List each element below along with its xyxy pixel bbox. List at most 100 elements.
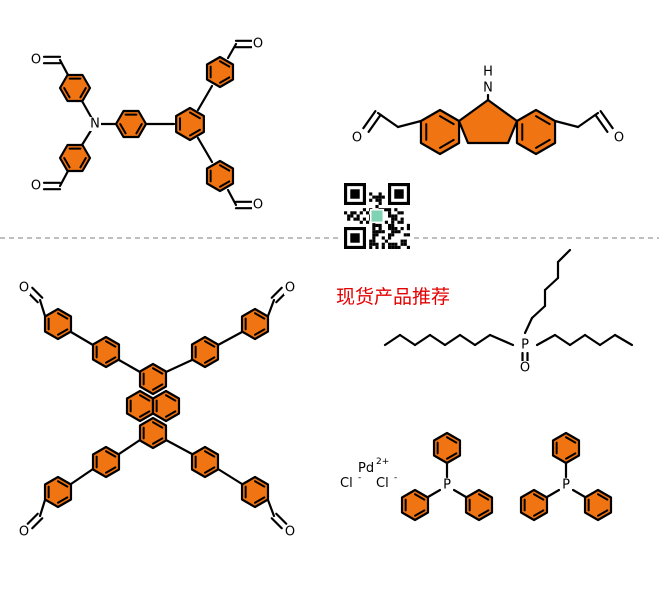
ring-double-bond-19-0	[57, 496, 69, 504]
qr-module	[378, 198, 382, 202]
qr-module	[369, 242, 373, 246]
atom-label-16: P	[562, 478, 570, 493]
bond-49	[413, 333, 432, 347]
bond-70	[426, 488, 442, 499]
qr-finder-inner	[350, 233, 360, 243]
qr-module	[375, 233, 379, 237]
atom-label-10: O	[285, 281, 295, 296]
qr-module	[394, 242, 398, 246]
qr-module	[388, 236, 392, 240]
qr-module	[353, 217, 357, 221]
bond-64	[543, 276, 560, 292]
bond-54	[488, 333, 515, 347]
qr-module	[381, 245, 385, 249]
label-backing-8	[613, 131, 625, 145]
label-backing-3	[252, 37, 264, 51]
qr-module	[400, 217, 404, 221]
ring-double-bond-19-4	[57, 480, 69, 488]
bond-34	[216, 467, 244, 486]
label-backing-4	[252, 198, 264, 212]
ring-double-bond-14-4	[204, 340, 216, 348]
qr-module	[391, 223, 395, 227]
bond-5	[196, 136, 214, 164]
qr-module	[378, 223, 382, 227]
bonds	[26, 39, 634, 530]
qr-module	[388, 233, 392, 237]
atom-label-13: P	[521, 338, 529, 353]
qr-module	[381, 236, 385, 240]
ring-double-bond-9-4	[152, 367, 164, 375]
ring-double-bond-4-4	[189, 111, 201, 120]
bond-38	[266, 298, 276, 318]
qr-module	[384, 220, 388, 224]
ring-double-bond-11-4	[165, 394, 177, 402]
aromatic-rings	[43, 55, 613, 522]
qr-module	[362, 217, 366, 221]
qr-module	[372, 223, 376, 227]
qr-module	[384, 239, 388, 243]
qr-module	[378, 227, 382, 231]
bond-25	[594, 113, 609, 133]
ring-double-bond-20-0	[414, 509, 426, 517]
ring-double-bond-20-0	[478, 509, 490, 517]
ring-double-bond-15-4	[105, 450, 117, 458]
qr-module	[394, 230, 398, 234]
ring-double-bond-13-4	[105, 340, 117, 348]
pyrrole-ring	[457, 98, 519, 145]
bond-29	[117, 438, 142, 456]
ring-double-bond-17-0	[57, 328, 69, 336]
qr-module	[381, 195, 385, 199]
bond-50	[428, 333, 447, 347]
bond-52	[458, 333, 477, 347]
atom-label-9: O	[19, 281, 29, 296]
bond-15	[226, 188, 238, 207]
atom-label-6: H	[483, 65, 493, 80]
bond-62	[530, 304, 547, 320]
qr-module	[378, 201, 382, 205]
qr-module	[356, 217, 360, 221]
promo-text: 现货产品推荐	[336, 286, 450, 308]
qr-finder-inner	[350, 189, 360, 199]
qr-module	[388, 227, 392, 231]
atom-label-0: N	[90, 117, 100, 132]
bond-23	[553, 119, 580, 129]
ring-double-bond-12-4	[152, 421, 164, 429]
qr-module	[381, 242, 385, 246]
qr-module	[372, 236, 376, 240]
ring-double-bond-5-0	[219, 76, 231, 84]
bond-71	[452, 488, 468, 499]
qr-module	[359, 211, 363, 215]
atom-label-11: O	[19, 525, 29, 540]
label-backing-0	[89, 117, 101, 131]
ring-double-bond-18-4	[254, 312, 266, 320]
bond-61	[523, 316, 534, 335]
label-backing-15	[441, 478, 453, 492]
bond-41	[38, 498, 47, 518]
ring-double-bond-20-0	[533, 509, 545, 517]
ring-double-bond-20-0	[565, 452, 577, 460]
qr-module	[397, 220, 401, 224]
bond-19	[396, 119, 423, 129]
qr-module	[397, 245, 401, 249]
label-backing-12	[284, 525, 296, 539]
qr-module	[394, 214, 398, 218]
qr-module	[388, 208, 392, 212]
qr-module	[369, 198, 373, 202]
qr-module	[378, 192, 382, 196]
chloride-label-1: Cl	[340, 476, 353, 491]
chloride-label-2: Cl	[376, 476, 389, 491]
qr-module	[391, 214, 395, 218]
bond-66	[556, 248, 572, 264]
qr-module	[372, 239, 376, 243]
ring-double-bond-1-2	[63, 87, 71, 99]
qr-module	[391, 230, 395, 234]
qr-module	[397, 211, 401, 215]
bond-73	[545, 488, 561, 499]
ring-double-bond-16-0	[204, 466, 216, 474]
qr-module	[375, 242, 379, 246]
qr-module	[372, 233, 376, 237]
qr-module	[403, 239, 407, 243]
qr-module	[359, 220, 363, 224]
